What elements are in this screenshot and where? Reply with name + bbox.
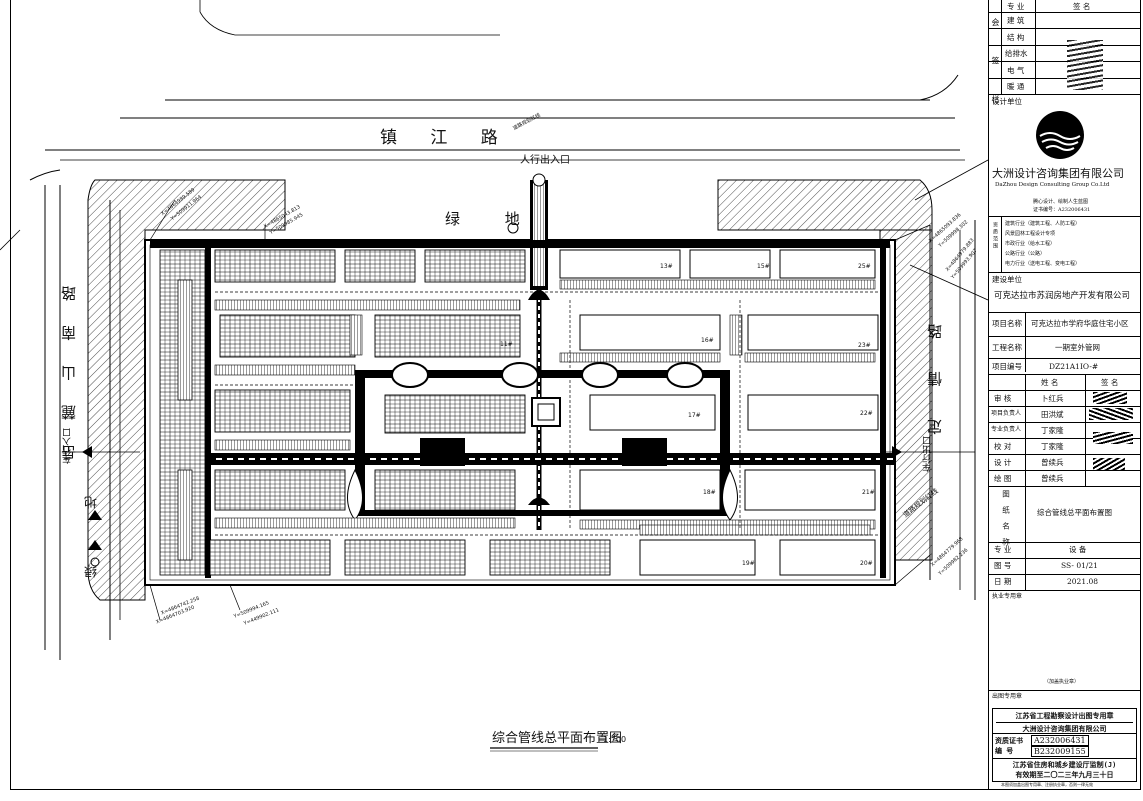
qualification-item: 市政行业（给水工程） <box>1005 241 1056 247</box>
work-value: 一期室外管网 <box>1055 343 1100 352</box>
footer-note: 本图须加盖出图专用章、注册执业章，否则一律无效 <box>1001 782 1093 787</box>
people-header-sign: 签 名 <box>1101 378 1119 387</box>
qualification-label: 资质范围 <box>992 222 998 250</box>
role-label: 专业负责人 <box>991 426 1022 433</box>
people-header-name: 姓 名 <box>1041 378 1059 387</box>
stamp-cert-number: B232009155 <box>1031 746 1089 757</box>
seal-area-label: 执业专用章 <box>992 593 1023 600</box>
entrance-pedestrian-label: 人行出入口 <box>520 155 570 166</box>
title-block: 会 签 栏 专 业 签 名 建 筑 结 构 给排水 电 气 暖 通 设计单位 大… <box>988 0 1141 790</box>
company-name-en: DaZhou Design Consulting Group Co.Ltd <box>995 182 1110 188</box>
design-unit-label: 设计单位 <box>992 97 1022 106</box>
building-label: 15# <box>757 263 770 270</box>
site-plan <box>0 0 988 752</box>
client-name: 可克达拉市苏润房地产开发有限公司 <box>994 291 1131 301</box>
building-label: 19# <box>742 560 755 567</box>
role-label: 设 计 <box>994 458 1012 467</box>
building-label: 23# <box>858 342 871 349</box>
number-label: 项目编号 <box>992 362 1022 371</box>
meta-label: 图 号 <box>994 561 1012 570</box>
meta-value: SS- 01/21 <box>1061 561 1098 570</box>
building-label: 17# <box>688 412 701 419</box>
building-label: 22# <box>860 410 873 417</box>
green-west-label: 绿 地 <box>85 470 100 579</box>
stamp-cert-label: 资质证书编 号 <box>995 737 1023 755</box>
building-label: 18# <box>703 489 716 496</box>
person-name: 丁家隆 <box>1041 426 1064 435</box>
print-seal-label: 出图专用章 <box>992 693 1023 700</box>
company-cert: 证书编号：A232006431 <box>1033 207 1091 213</box>
meta-value: 设 备 <box>1069 545 1087 554</box>
road-label-north: 镇 江 路 <box>380 128 512 148</box>
number-value: DZ21A1IO-# <box>1049 362 1099 371</box>
sheet-border <box>10 0 989 790</box>
work-label: 工程名称 <box>992 343 1022 352</box>
meta-label: 专 业 <box>994 545 1012 554</box>
stamp-line: 江苏省工程勘察设计出图专用章 <box>1015 712 1114 720</box>
person-name: 卜红兵 <box>1041 394 1064 403</box>
company-name-cn: 大洲设计咨询集团有限公司 <box>992 167 1124 180</box>
company-logo-icon <box>1036 111 1084 159</box>
signature-image <box>1093 392 1127 404</box>
stamp-cert-number: A232006431 <box>1031 735 1089 746</box>
project-label: 项目名称 <box>992 319 1022 328</box>
drawing-scale: 1:700 <box>603 735 627 744</box>
meta-label: 日 期 <box>994 577 1012 586</box>
qualification-item: 公路行业（公路） <box>1005 251 1046 257</box>
role-label: 项目负责人 <box>991 410 1022 417</box>
building-label: 11# <box>500 341 513 348</box>
project-value: 可克达拉市学府华庭住宅小区 <box>1031 319 1129 328</box>
qualification-item: 风景园林工程设计专项 <box>1005 231 1056 237</box>
stamp-line: 大洲设计咨询集团有限公司 <box>996 722 1133 734</box>
person-name: 曾续兵 <box>1041 474 1064 483</box>
person-name: 曾续兵 <box>1041 458 1064 467</box>
green-north-label: 绿 地 <box>445 210 540 228</box>
role-label: 审 核 <box>994 394 1012 403</box>
signature-image <box>1093 432 1133 444</box>
discipline-label: 暖 通 <box>1007 82 1025 91</box>
drawing-name-label: 图 纸 名 称 <box>1001 490 1011 549</box>
building-label: 21# <box>862 489 875 496</box>
person-name: 丁家隆 <box>1041 442 1064 451</box>
person-name: 田洪斌 <box>1041 410 1064 419</box>
sign-header-sign: 签 名 <box>1073 2 1091 11</box>
company-slogan: 腾心设计、绘制人生蓝图 <box>1033 199 1089 205</box>
stamp-line: 江苏省住房和城乡建设厅监制(J) <box>1012 761 1117 769</box>
entrance-vehicle-east-label: 车行出口 <box>923 436 933 472</box>
discipline-label: 给排水 <box>1005 49 1028 58</box>
discipline-label: 电 气 <box>1007 66 1025 75</box>
countersign-label: 会 签 栏 <box>991 18 1000 118</box>
meta-value: 2021.08 <box>1067 577 1099 586</box>
building-label: 16# <box>701 337 714 344</box>
entrance-vehicle-west-label: 车行入口 <box>63 428 73 464</box>
qualification-item: 建筑行业（建筑工程、人防工程） <box>1005 221 1081 227</box>
signature-image <box>1067 40 1103 90</box>
discipline-label: 结 构 <box>1007 33 1025 42</box>
client-label: 建设单位 <box>992 275 1022 284</box>
building-label: 25# <box>858 263 871 270</box>
drawing-title: 综合管线总平面布置图 <box>492 731 623 746</box>
drawing-name-value: 综合管线总平面布置图 <box>1037 508 1112 517</box>
sign-header-major: 专 业 <box>1007 2 1025 11</box>
discipline-label: 建 筑 <box>1007 16 1025 25</box>
role-label: 校 对 <box>994 442 1012 451</box>
seal-note: （加盖执业章） <box>1044 679 1080 685</box>
print-stamp: 江苏省工程勘察设计出图专用章 大洲设计咨询集团有限公司 资质证书编 号 A232… <box>992 708 1137 782</box>
building-label: 13# <box>660 263 673 270</box>
building-label: 20# <box>860 560 873 567</box>
signature-image <box>1089 408 1133 420</box>
signature-image <box>1093 458 1125 470</box>
stamp-line: 有效期至二〇二三年九月三十日 <box>1015 771 1114 779</box>
role-label: 绘 图 <box>994 474 1012 483</box>
qualification-item: 电力行业（送电工程、变电工程） <box>1005 261 1081 267</box>
road-label-east: 定 情 路 <box>926 310 944 435</box>
